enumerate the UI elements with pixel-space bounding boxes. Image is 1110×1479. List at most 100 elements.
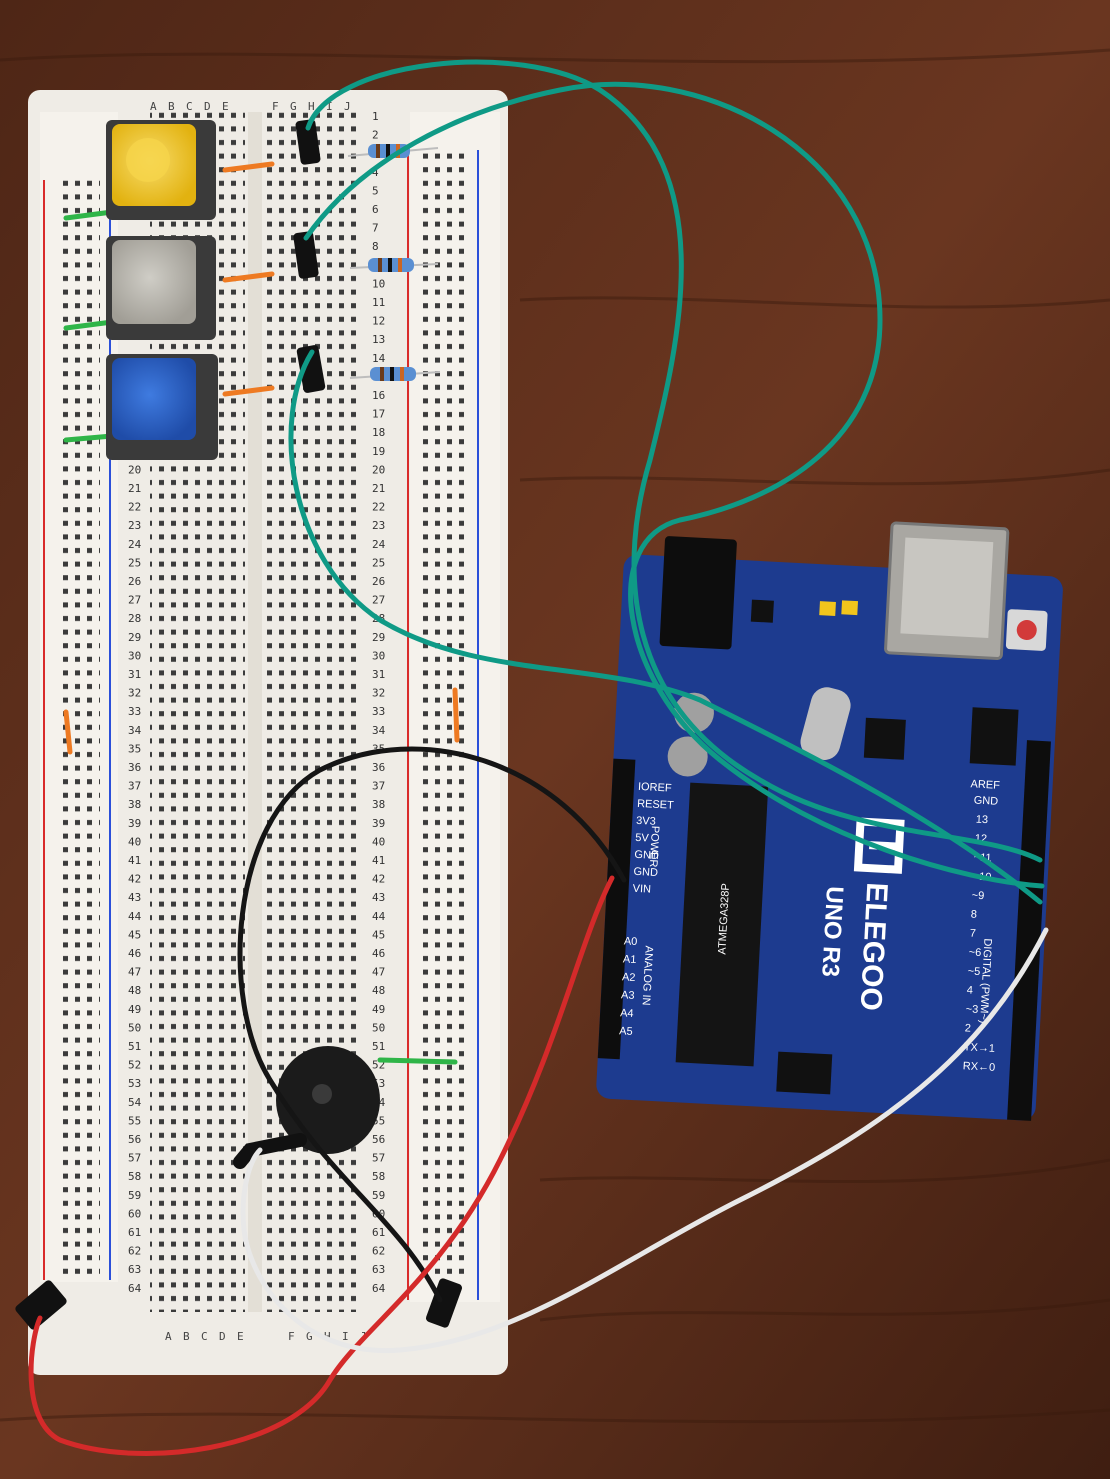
- power-pin-label: IOREF: [638, 781, 672, 795]
- center-channel: [248, 112, 262, 1312]
- row-number-left: 20: [128, 463, 141, 476]
- analog-pin-label: A4: [620, 1007, 634, 1020]
- digital-pin-label: ~5: [967, 965, 980, 978]
- digital-pin-label: 8: [970, 908, 977, 920]
- atmega-chip: [675, 782, 769, 1067]
- model-name: UNO R3: [816, 886, 848, 978]
- power-pin-label: GND: [633, 866, 658, 879]
- row-number-right: 30: [372, 649, 385, 662]
- row-number-left: 63: [128, 1263, 141, 1276]
- row-number-right: 33: [372, 705, 385, 718]
- column-letter-top: H: [308, 100, 315, 113]
- row-number-left: 24: [128, 538, 142, 551]
- row-number-left: 57: [128, 1152, 141, 1165]
- row-number-left: 22: [128, 501, 141, 514]
- row-number-left: 23: [128, 519, 141, 532]
- power-pin-label: VIN: [632, 883, 651, 896]
- row-number-left: 59: [128, 1189, 141, 1202]
- column-letter-bottom: A: [165, 1330, 172, 1343]
- row-number-right: 22: [372, 501, 385, 514]
- row-number-left: 30: [128, 649, 141, 662]
- row-number-left: 21: [128, 482, 141, 495]
- wire-connectors: [15, 119, 463, 1330]
- row-number-left: 28: [128, 612, 141, 625]
- resistor-3: [349, 367, 441, 381]
- row-number-left: 36: [128, 761, 141, 774]
- row-number-right: 46: [372, 947, 385, 960]
- row-number-right: 17: [372, 408, 385, 421]
- digital-pin-label: 13: [975, 814, 988, 827]
- digital-pin-label: ~6: [968, 946, 981, 959]
- row-number-left: 44: [128, 910, 142, 923]
- row-number-left: 32: [128, 687, 141, 700]
- row-number-right: 26: [372, 575, 385, 588]
- row-number-right: 7: [372, 222, 379, 235]
- row-number-right: 1: [372, 110, 379, 123]
- row-number-right: 56: [372, 1133, 385, 1146]
- row-number-right: 14: [372, 352, 386, 365]
- row-number-left: 26: [128, 575, 141, 588]
- breadboard: 1234567891011121314151617181919202021212…: [28, 90, 508, 1375]
- row-number-right: 31: [372, 668, 385, 681]
- power-pin-label: 3V3: [636, 815, 656, 828]
- row-number-right: 39: [372, 817, 385, 830]
- row-number-left: 54: [128, 1096, 142, 1109]
- row-number-left: 27: [128, 594, 141, 607]
- row-number-right: 20: [372, 463, 385, 476]
- row-number-right: 4: [372, 166, 379, 179]
- row-number-right: 24: [372, 538, 386, 551]
- row-number-left: 58: [128, 1170, 141, 1183]
- row-number-left: 31: [128, 668, 141, 681]
- row-number-left: 37: [128, 780, 141, 793]
- row-number-right: 6: [372, 203, 379, 216]
- column-letter-top: J: [344, 100, 351, 113]
- power-jack: [659, 536, 737, 650]
- row-number-right: 34: [372, 724, 386, 737]
- row-number-left: 52: [128, 1059, 141, 1072]
- row-number-left: 41: [128, 854, 141, 867]
- green-jumpers: [63, 209, 458, 1065]
- orange-jumpers: [63, 161, 460, 755]
- row-number-right: 8: [372, 240, 379, 253]
- power-label: POWER: [647, 826, 661, 868]
- digital-pin-label: 2: [964, 1022, 971, 1034]
- pushbutton-blue: [106, 354, 218, 460]
- pushbutton-yellow: [106, 120, 216, 220]
- row-number-right: 40: [372, 835, 385, 848]
- row-number-right: 57: [372, 1152, 385, 1165]
- column-letter-top: B: [168, 100, 175, 113]
- digital-pin-label: RX←0: [963, 1060, 996, 1074]
- row-number-right: 41: [372, 854, 385, 867]
- row-number-left: 43: [128, 891, 141, 904]
- row-number-right: 45: [372, 928, 385, 941]
- resistors: [347, 144, 441, 381]
- row-number-left: 29: [128, 631, 141, 644]
- digital-pin-label: ~9: [971, 890, 984, 903]
- row-number-left: 34: [128, 724, 142, 737]
- column-letter-bottom: B: [183, 1330, 190, 1343]
- row-number-right: 11: [372, 296, 385, 309]
- row-number-labels: 1234567891011121314151617181919202021212…: [128, 110, 386, 1295]
- digital-label: DIGITAL (PWM~): [977, 938, 993, 1024]
- column-letter-bottom: I: [342, 1330, 349, 1343]
- power-header: [597, 758, 636, 1060]
- row-number-right: 21: [372, 482, 385, 495]
- row-number-right: 38: [372, 798, 385, 811]
- teal-wires: [288, 59, 1045, 905]
- row-number-left: 49: [128, 1003, 141, 1016]
- column-letter-bottom: D: [219, 1330, 226, 1343]
- row-number-left: 60: [128, 1207, 141, 1220]
- row-number-right: 36: [372, 761, 385, 774]
- power-pin-label: RESET: [637, 798, 675, 812]
- arduino-board: ATMEGA328P ELEGOO UNO R3 POWER ANALOG IN…: [596, 521, 1063, 1121]
- row-number-right: 23: [372, 519, 385, 532]
- column-letter-top: C: [186, 100, 193, 113]
- digital-pin-label: 7: [969, 927, 976, 939]
- column-letter-top: D: [204, 100, 211, 113]
- red-wire: [28, 875, 615, 1456]
- row-number-right: 59: [372, 1189, 385, 1202]
- row-number-left: 42: [128, 873, 141, 886]
